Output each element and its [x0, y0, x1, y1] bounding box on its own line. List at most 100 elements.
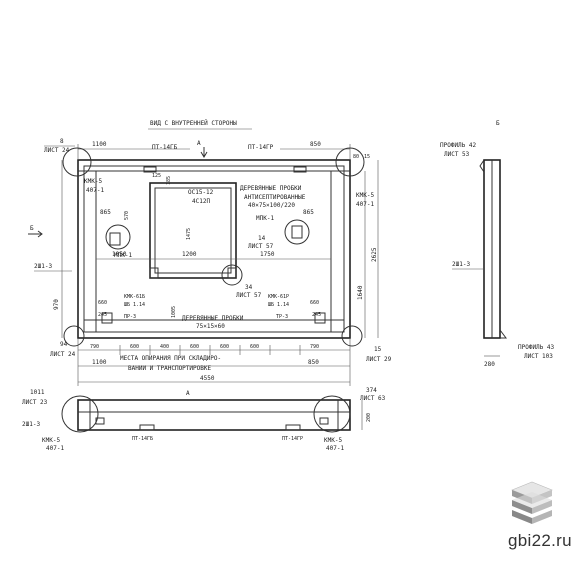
dim-top-850: 850	[310, 141, 321, 148]
dim-top-1100: 1100	[92, 141, 107, 148]
panel-plan-view	[77, 399, 351, 431]
dim-850b: 850	[308, 359, 319, 366]
dim-4550: 4550	[200, 375, 215, 382]
dim-865r: 865	[303, 209, 314, 216]
label-kmk61p: КМК-61Р	[268, 294, 289, 300]
note-line-1: МЕСТА ОПИРАНИЯ ПРИ СКЛАДИРО-	[120, 355, 221, 362]
dim-15: 15	[364, 154, 370, 160]
callout-circle-mpk-right	[284, 219, 310, 245]
note-line-2: ВАНИИ И ТРАНСПОРТИРОВКЕ	[128, 365, 211, 372]
label-os15b: 4С12П	[192, 198, 210, 205]
dim-865l: 865	[100, 209, 111, 216]
panel-side-section	[479, 159, 507, 339]
dim-600a: 600	[130, 344, 139, 350]
mpk1-right: МПК-1	[256, 215, 274, 222]
view-title: ВИД С ВНУТРЕННЕЙ СТОРОНЫ	[150, 120, 237, 127]
label-wood2: ДЕРЕВЯННЫЕ ПРОБКИ	[182, 315, 244, 322]
callout-8-num: 8	[60, 138, 64, 145]
callout-circle-15	[341, 325, 363, 347]
dim-400: 400	[160, 344, 169, 350]
label-zhb-b: 2Ш1-3	[452, 261, 470, 268]
dim-200: 200	[366, 413, 372, 422]
kmk5-left-num: КМК-5	[84, 178, 102, 185]
label-os15: ОС15-12	[188, 189, 214, 196]
dim-1200: 1200	[182, 251, 197, 258]
label-kmk61p-s: ШБ 1.14	[268, 302, 289, 308]
dim-245: 245	[98, 312, 107, 318]
kmk5-br-num: КМК-5	[324, 437, 342, 444]
label-wood1c: 40×75×100/220	[248, 202, 295, 209]
callout-circle-34	[221, 264, 243, 286]
callout-14-sheet: ЛИСТ 57	[248, 243, 274, 250]
callout-374-sheet: ЛИСТ 63	[360, 395, 386, 402]
kmk5-br-sheet: 407-1	[326, 445, 344, 452]
callout-15-num: 15	[374, 346, 382, 353]
dim-660l: 660	[98, 300, 107, 306]
window-opening	[149, 182, 237, 279]
profile-bottom-sheet: ЛИСТ 103	[524, 353, 553, 360]
dim-570: 570	[124, 211, 130, 220]
label-kmk61b-s: ШБ 1.14	[124, 302, 145, 308]
callout-34-sheet: ЛИСТ 57	[236, 292, 262, 299]
dim-1005: 1005	[171, 306, 177, 318]
label-zhb: 2Ш1-3	[34, 263, 52, 270]
dim-970: 970	[53, 299, 60, 310]
label-tr3: ТР-3	[276, 314, 288, 320]
callout-34-num: 34	[245, 284, 253, 291]
label-pr3: ПР-3	[124, 314, 136, 320]
callout-circle-mpk-left	[105, 224, 131, 250]
callout-1011-sheet: ЛИСТ 23	[22, 399, 48, 406]
stacked-slabs-icon	[511, 481, 553, 524]
callout-circle-bl	[61, 395, 99, 433]
callout-circle-94	[63, 325, 85, 347]
section-mark-a-bottom: А	[186, 390, 190, 397]
label-wood1: ДЕРЕВЯННЫЕ ПРОБКИ	[240, 185, 302, 192]
callout-14-num: 14	[258, 235, 266, 242]
section-mark-b-left: Б	[30, 225, 34, 232]
dim-600b: 600	[190, 344, 199, 350]
dim-790: 790	[90, 344, 99, 350]
label-kmk61b: КМК-61Б	[124, 294, 145, 300]
callout-374-num: 374	[366, 387, 377, 394]
profile-bottom-num: ПРОФИЛЬ 43	[518, 344, 555, 351]
dim-1050: 1050	[112, 251, 127, 258]
section-mark-b-right: Б	[496, 120, 500, 127]
dim-185: 185	[166, 176, 172, 185]
dim-600c: 600	[220, 344, 229, 350]
callout-circle-top-right	[335, 147, 365, 177]
dim-125: 125	[152, 173, 161, 179]
callout-94-sheet: ЛИСТ 24	[50, 351, 76, 358]
dim-1640: 1640	[357, 285, 364, 300]
profile-top-sheet: ЛИСТ 53	[444, 151, 470, 158]
kmk5-bl-sheet: 407-1	[46, 445, 64, 452]
label-zhb-bot: 2Ш1-3	[22, 421, 40, 428]
callout-15-sheet: ЛИСТ 29	[366, 356, 392, 363]
dim-1750: 1750	[260, 251, 275, 258]
label-pt14gr-bot: ПТ-14ГР	[282, 436, 303, 442]
profile-top-num: ПРОФИЛЬ 42	[440, 142, 477, 149]
callout-8-sheet: ЛИСТ 24	[44, 147, 70, 154]
callout-1011-num: 1011	[30, 389, 45, 396]
callout-94-num: 94	[60, 341, 68, 348]
dim-2625: 2625	[371, 247, 378, 262]
dim-600d: 600	[250, 344, 259, 350]
dim-1100b: 1100	[92, 359, 107, 366]
kmk5-left-sheet: 407-1	[86, 187, 104, 194]
panel-front-view	[77, 159, 351, 339]
watermark-text: gbi22.ru	[508, 531, 572, 550]
kmk5-bl-num: КМК-5	[42, 437, 60, 444]
dim-280: 280	[484, 361, 495, 368]
callout-circle-top-left	[62, 147, 92, 177]
dim-80: 80	[353, 154, 359, 160]
kmk5-right-num: КМК-5	[356, 192, 374, 199]
kmk5-right-sheet: 407-1	[356, 201, 374, 208]
dim-245r: 245	[312, 312, 321, 318]
callout-circle-br	[313, 395, 351, 433]
label-wood1b: АНТИСЕПТИРОВАННЫЕ	[244, 194, 306, 201]
label-pt14gb-bot: ПТ-14ГБ	[132, 436, 153, 442]
section-mark-a-top: А	[197, 140, 201, 147]
label-pt14gb-top: ПТ-14ГБ	[152, 144, 178, 151]
label-pt14gr-top: ПТ-14ГР	[248, 144, 274, 151]
dim-660r: 660	[310, 300, 319, 306]
